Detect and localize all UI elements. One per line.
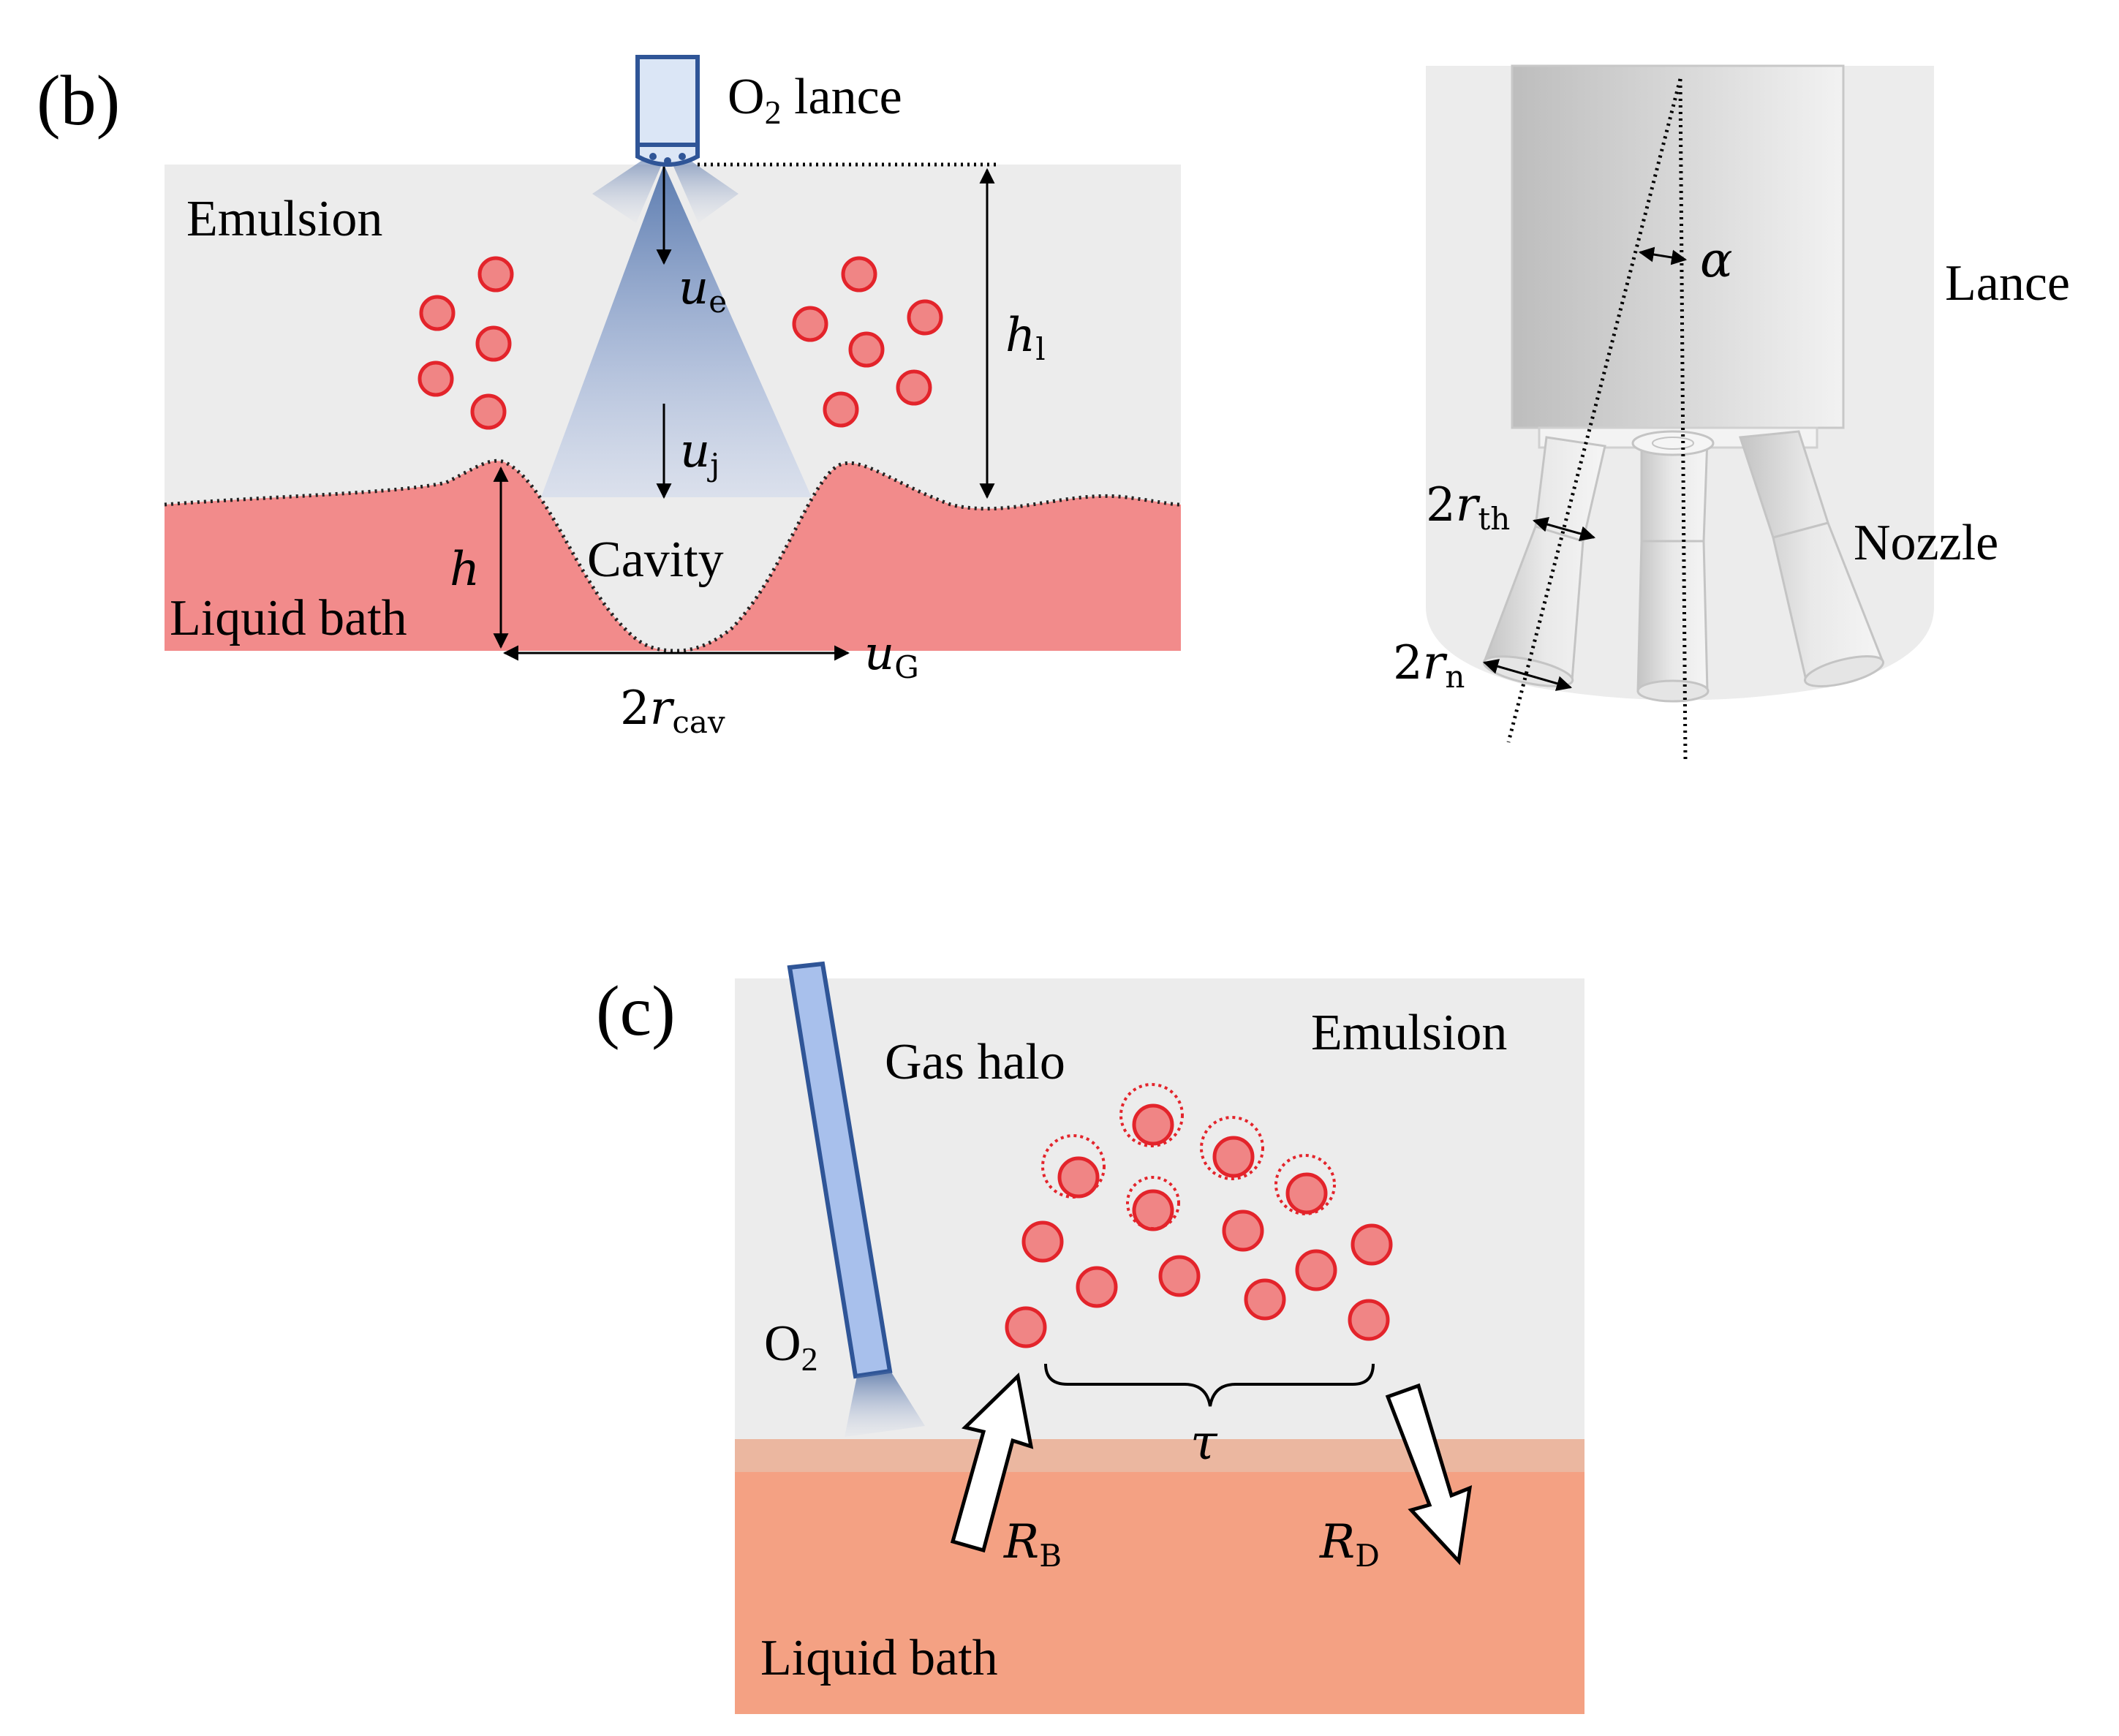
- liquid-bath-label-b: Liquid bath: [170, 590, 407, 646]
- lance-label-detail: Lance: [1945, 255, 2070, 312]
- o2-label-c: O2: [764, 1316, 818, 1378]
- death-rate-arrow: [1385, 1383, 1473, 1566]
- rcav-label: 2rcav: [620, 682, 725, 740]
- droplet: [1057, 1156, 1100, 1199]
- droplet: [475, 325, 512, 362]
- nozzle-detail: α Lance Nozzle 2rth 2rn: [1393, 64, 2070, 761]
- panel-b-label: (b): [37, 61, 120, 140]
- gas-halo: [1119, 1083, 1184, 1147]
- droplets-left-b: [418, 256, 514, 430]
- emulsion-label-c: Emulsion: [1311, 1005, 1507, 1061]
- interface-layer-c: [735, 1439, 1584, 1472]
- droplet: [1021, 1220, 1064, 1263]
- lance-axis-line: [1678, 78, 1688, 761]
- panel-b: (b) O2 lance Emulsion Cavity Liquid bath…: [37, 55, 1182, 740]
- droplet: [1132, 1103, 1174, 1146]
- droplet: [1222, 1209, 1264, 1252]
- droplet: [792, 306, 828, 342]
- nozzle-throat-ring: [1772, 521, 1829, 539]
- central-opening-inner: [1652, 437, 1694, 450]
- lance-cylinder: [1511, 64, 1845, 429]
- droplets-right-b: [792, 256, 943, 428]
- alpha-label: α: [1700, 232, 1733, 288]
- nozzle-label: Nozzle: [1854, 515, 1998, 571]
- gas-halo-label: Gas halo: [885, 1034, 1065, 1090]
- residence-time-brace: [1044, 1363, 1375, 1407]
- droplet: [419, 295, 456, 331]
- rth-label: 2rth: [1426, 478, 1510, 537]
- birth-rate-arrow: [950, 1372, 1034, 1553]
- rn-label: 2rn: [1393, 636, 1465, 695]
- nozzle-exit-right: [1803, 655, 1885, 687]
- central-opening: [1631, 430, 1715, 456]
- droplets-c: [1005, 1103, 1393, 1348]
- h-label: h: [450, 543, 480, 597]
- oxygen-lance: [635, 55, 700, 147]
- droplet: [1076, 1266, 1118, 1308]
- rn-arrow: [1482, 659, 1573, 691]
- droplet: [1285, 1172, 1328, 1215]
- droplet: [1244, 1278, 1286, 1321]
- liquid-bath-region-b: [165, 461, 1181, 651]
- uj-label: uj: [680, 424, 719, 483]
- droplet: [823, 391, 859, 428]
- droplet: [848, 331, 885, 368]
- nozzle-center: [1636, 437, 1709, 692]
- droplet: [1295, 1249, 1337, 1291]
- droplet: [1005, 1306, 1047, 1348]
- droplet: [1348, 1299, 1390, 1341]
- panel-c-label: (c): [596, 972, 676, 1051]
- droplet: [1351, 1223, 1393, 1266]
- emulsion-label-b: Emulsion: [186, 191, 382, 247]
- nozzle-axis-line: [1506, 78, 1682, 743]
- gas-halo: [1041, 1134, 1106, 1199]
- oxygen-jet-cone: [541, 165, 812, 497]
- cavity-label: Cavity: [587, 532, 724, 588]
- lance-orifice: [679, 153, 686, 160]
- tau-label: τ: [1190, 1414, 1218, 1471]
- gas-halos: [1041, 1083, 1336, 1230]
- side-spray-left: [592, 159, 662, 223]
- droplet: [1158, 1255, 1201, 1297]
- inclined-o2-lance: [787, 961, 893, 1379]
- panel-c: (c) Emulsion Gas halo Liquid bath O2 τ R…: [596, 961, 1584, 1714]
- droplet: [841, 256, 877, 293]
- nozzle-exit-center: [1636, 679, 1710, 703]
- droplet: [470, 393, 507, 430]
- liquid-bath-label-c: Liquid bath: [760, 1630, 998, 1686]
- droplet: [477, 256, 514, 293]
- alpha-arc-arrow: [1638, 246, 1688, 265]
- gas-halo: [1200, 1116, 1264, 1180]
- droplet: [418, 361, 454, 397]
- lance-orifice: [649, 153, 657, 160]
- droplet: [907, 299, 943, 336]
- inclined-lance-spray: [845, 1371, 925, 1437]
- hl-label: hl: [1005, 309, 1046, 367]
- ue-label: ue: [679, 261, 727, 320]
- rth-arrow: [1532, 516, 1596, 542]
- lance-label: O2 lance: [728, 69, 902, 131]
- droplet: [1212, 1136, 1255, 1178]
- rb-label: RB: [1003, 1515, 1062, 1574]
- droplet: [896, 369, 932, 406]
- rd-label: RD: [1319, 1515, 1380, 1574]
- gas-halo: [1274, 1154, 1336, 1215]
- lance-orifice: [664, 157, 671, 165]
- side-spray-right: [673, 159, 739, 223]
- uG-label: uG: [864, 627, 919, 685]
- gas-halo: [1126, 1176, 1180, 1230]
